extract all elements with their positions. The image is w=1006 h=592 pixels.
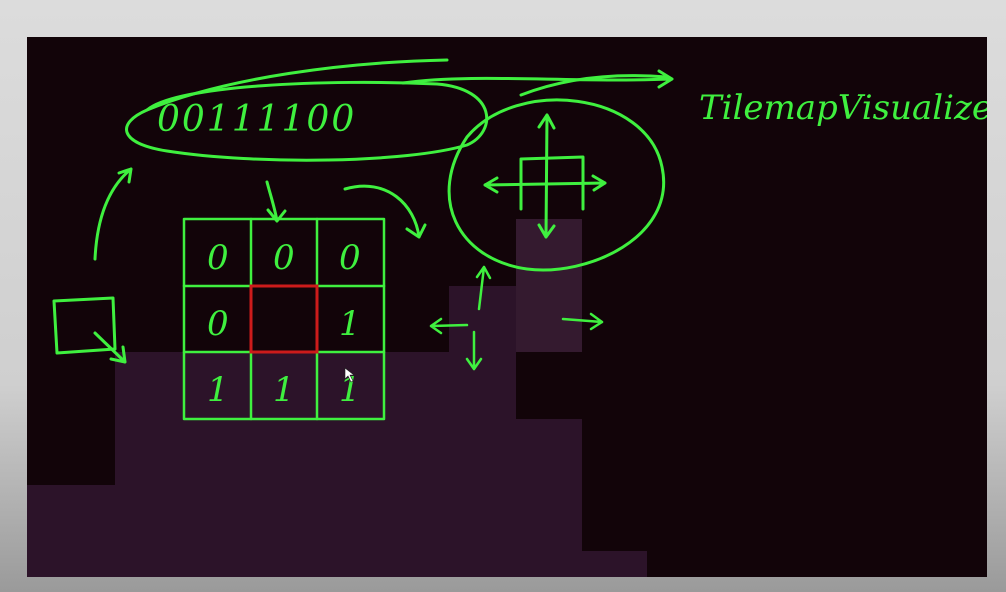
drawing-canvas[interactable]: 00111100 0 0 0 0 1 1 1 1 xyxy=(27,37,987,577)
floor-cross-left xyxy=(429,317,469,335)
binary-annotation: 00111100 xyxy=(125,58,489,162)
direction-circle-outline xyxy=(447,98,666,272)
tile-sketch-square xyxy=(52,296,117,355)
floor-cross-up xyxy=(475,265,492,311)
cross-horizontal xyxy=(483,174,607,194)
tile-sketch xyxy=(52,296,127,364)
binary-sequence-text: 00111100 xyxy=(157,99,356,140)
grid-cell-6: 1 xyxy=(207,370,229,410)
flow-arrows xyxy=(93,69,674,261)
binary-ellipse xyxy=(125,80,489,162)
cross-square xyxy=(519,155,585,211)
center-cell-highlight xyxy=(249,284,319,354)
neighbor-grid: 0 0 0 0 1 1 1 1 xyxy=(182,217,386,421)
arrow-to-title xyxy=(401,69,674,89)
scene-svg: 00111100 0 0 0 0 1 1 1 1 xyxy=(27,58,987,577)
grid-cell-3: 0 xyxy=(207,304,229,344)
grid-cell-8: 1 xyxy=(339,370,361,410)
arrow-circle-to-title xyxy=(519,74,669,97)
grid-cell-5: 1 xyxy=(339,304,361,344)
floor-cross-right xyxy=(561,312,604,331)
arrow-grid-to-circle xyxy=(343,184,427,239)
arrow-down-to-grid xyxy=(265,180,287,223)
direction-circle xyxy=(447,98,666,272)
binary-ellipse-tail xyxy=(145,58,449,112)
grid-cell-2: 0 xyxy=(339,238,361,278)
floor-region xyxy=(27,219,647,577)
arrow-up-to-sequence xyxy=(93,167,133,261)
tile-sketch-arrow xyxy=(93,331,127,364)
grid-cell-7: 1 xyxy=(273,370,295,410)
floor-tile-raised xyxy=(516,219,582,352)
floor-cross-down xyxy=(465,330,483,371)
title-text: TilemapVisualizer xyxy=(699,88,987,128)
floor-direction-cross xyxy=(429,265,604,371)
grid-cell-0: 0 xyxy=(207,238,229,278)
grid-cell-1: 0 xyxy=(273,238,295,278)
cross-vertical xyxy=(537,113,556,239)
floor-tiles xyxy=(27,219,647,577)
mouse-cursor xyxy=(344,367,355,383)
grid-outline xyxy=(182,217,386,421)
